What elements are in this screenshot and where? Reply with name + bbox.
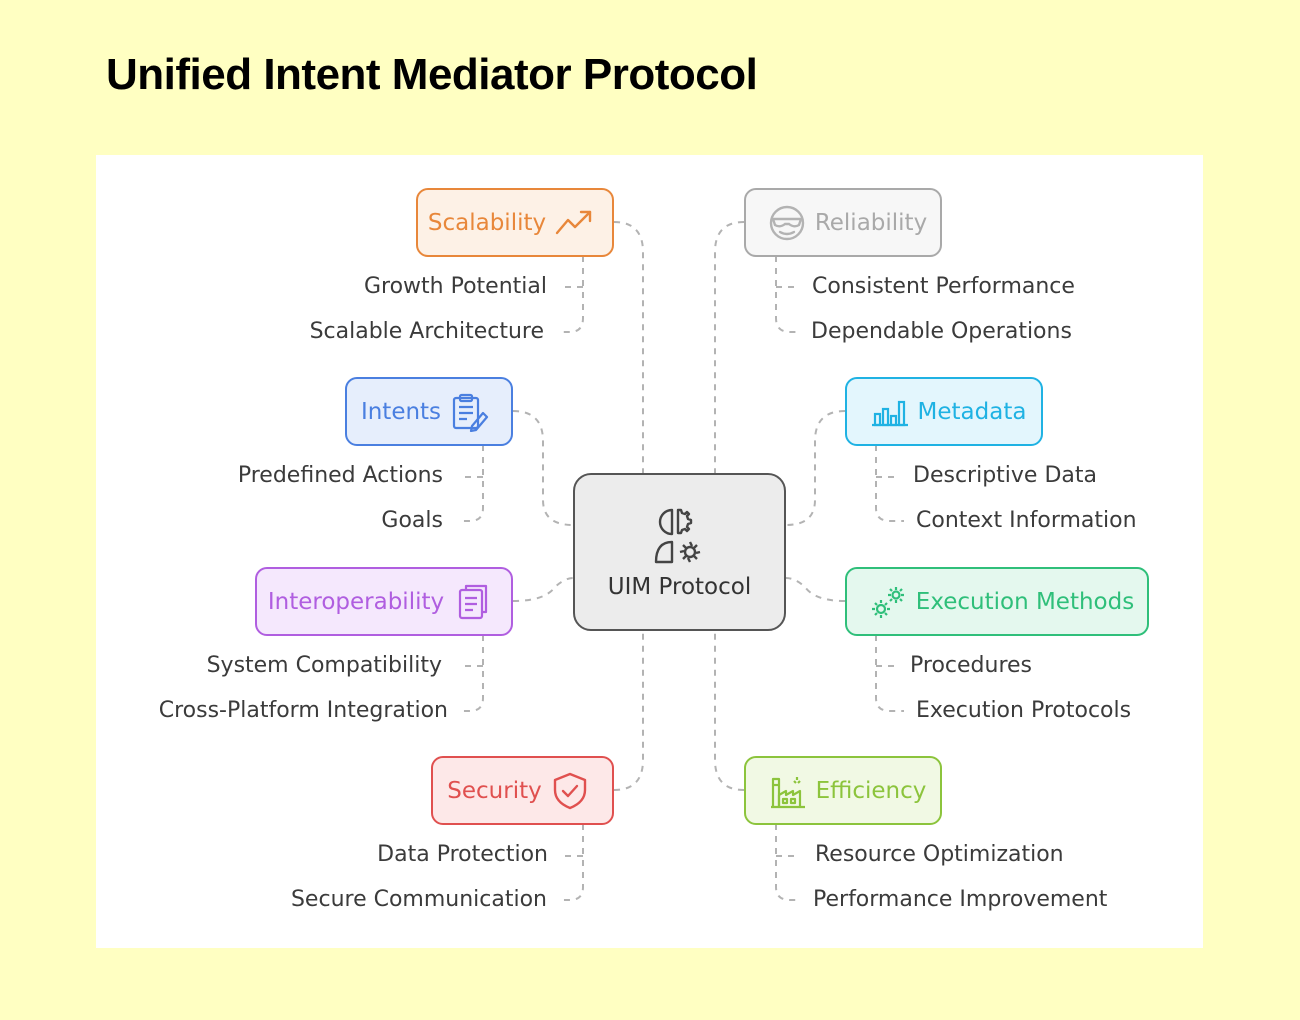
node-label: Scalability	[427, 209, 547, 236]
gears-icon	[868, 582, 908, 622]
node-label: Reliability	[814, 209, 928, 236]
node-label: Execution Methods	[915, 588, 1135, 615]
node-label: Security	[447, 777, 542, 804]
list-item: Predefined Actions	[237, 463, 443, 488]
node-label: Efficiency	[815, 777, 927, 804]
center-node-uim-protocol[interactable]: UIM Protocol	[573, 473, 786, 631]
list-item: Execution Protocols	[916, 698, 1132, 723]
node-label: Interoperability	[267, 588, 445, 615]
bar-chart-icon	[870, 392, 910, 432]
face-glasses-icon	[767, 203, 807, 243]
list-item: Dependable Operations	[811, 319, 1072, 344]
node-label: Metadata	[917, 398, 1027, 425]
node-efficiency[interactable]: Efficiency	[744, 756, 942, 825]
documents-icon	[452, 582, 492, 622]
node-intents[interactable]: Intents	[345, 377, 513, 446]
page-title: Unified Intent Mediator Protocol	[106, 50, 758, 99]
list-item: Context Information	[916, 508, 1137, 533]
node-label: Intents	[360, 398, 442, 425]
shield-check-icon	[550, 771, 590, 811]
list-item: Secure Communication	[290, 887, 547, 912]
node-scalability[interactable]: Scalability	[416, 188, 614, 257]
trend-up-icon	[554, 203, 594, 243]
list-item: Consistent Performance	[812, 274, 1075, 299]
list-item: Data Protection	[377, 842, 548, 867]
person-gears-icon	[654, 508, 700, 564]
center-label: UIM Protocol	[607, 574, 752, 600]
list-item: Performance Improvement	[813, 887, 1108, 912]
node-interoperability[interactable]: Interoperability	[255, 567, 513, 636]
node-metadata[interactable]: Metadata	[845, 377, 1043, 446]
list-item: Goals	[381, 508, 443, 533]
node-security[interactable]: Security	[431, 756, 614, 825]
clipboard-pencil-icon	[449, 392, 489, 432]
list-item: Scalable Architecture	[309, 319, 544, 344]
list-item: Resource Optimization	[815, 842, 1064, 867]
factory-icon	[768, 771, 808, 811]
list-item: Cross-Platform Integration	[158, 698, 448, 723]
list-item: System Compatibility	[206, 653, 442, 678]
list-item: Procedures	[910, 653, 1032, 678]
list-item: Descriptive Data	[913, 463, 1097, 488]
list-item: Growth Potential	[363, 274, 547, 299]
node-reliability[interactable]: Reliability	[744, 188, 942, 257]
node-execution-methods[interactable]: Execution Methods	[845, 567, 1149, 636]
